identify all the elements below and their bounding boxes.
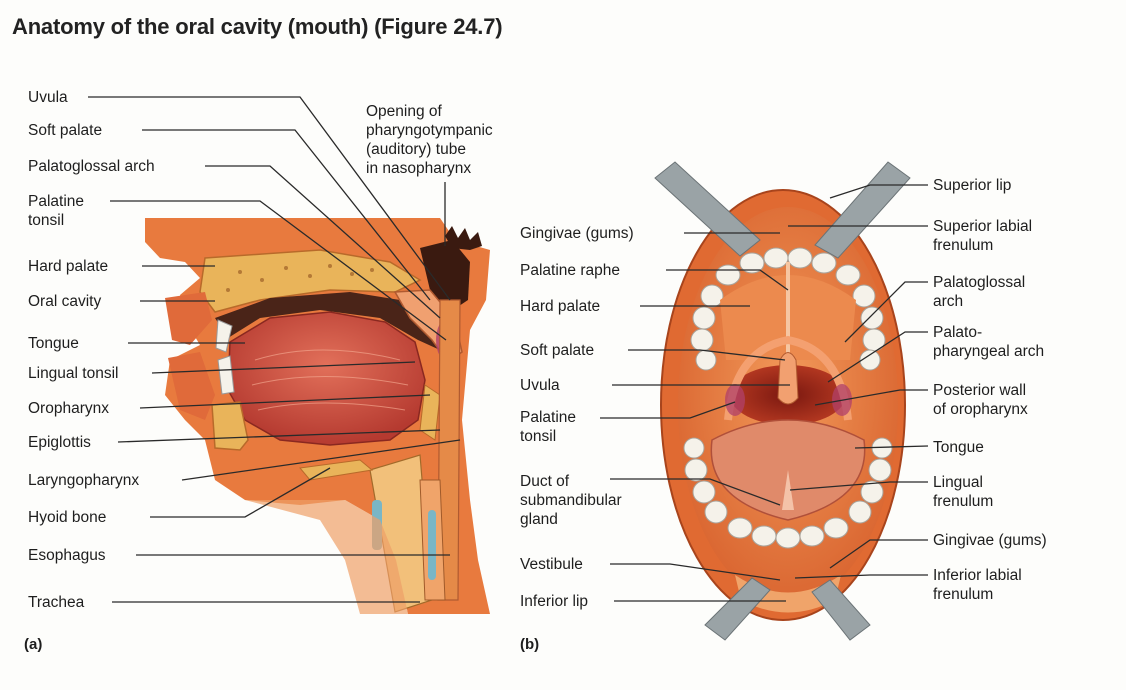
label-a-uvula: Uvula: [28, 88, 68, 107]
label-b-inferior-lip: Inferior lip: [520, 592, 588, 611]
label-a-oral-cavity: Oral cavity: [28, 292, 101, 311]
cartilage-blue-2: [428, 510, 436, 580]
label-b-gingivae-lower: Gingivae (gums): [933, 531, 1047, 550]
label-b-lingual-frenulum: Lingual frenulum: [933, 473, 993, 511]
label-b-palatopharyngeal-arch: Palato- pharyngeal arch: [933, 323, 1044, 361]
label-a-soft-palate: Soft palate: [28, 121, 102, 140]
label-a-tongue: Tongue: [28, 334, 79, 353]
label-b-superior-lip: Superior lip: [933, 176, 1011, 195]
label-a-esophagus: Esophagus: [28, 546, 106, 565]
label-b-inferior-labial-frenulum: Inferior labial frenulum: [933, 566, 1022, 604]
open-mouth-view: [655, 162, 910, 640]
label-b-palatoglossal-arch: Palatoglossal arch: [933, 273, 1025, 311]
label-a-auditory-tube: Opening of pharyngotympanic (auditory) t…: [366, 102, 493, 178]
label-b-hard-palate: Hard palate: [520, 297, 600, 316]
label-a-oropharynx: Oropharynx: [28, 399, 109, 418]
label-b-vestibule: Vestibule: [520, 555, 583, 574]
panel-b-marker: (b): [520, 636, 539, 653]
uvula-shape: [778, 353, 798, 405]
left-tonsil: [725, 384, 745, 416]
tongue-mass: [228, 312, 425, 445]
label-a-palatine-tonsil: Palatine tonsil: [28, 192, 84, 230]
label-a-trachea: Trachea: [28, 593, 84, 612]
label-b-soft-palate: Soft palate: [520, 341, 594, 360]
label-a-lingual-tonsil: Lingual tonsil: [28, 364, 118, 383]
label-b-palatine-tonsil: Palatine tonsil: [520, 408, 576, 446]
label-a-epiglottis: Epiglottis: [28, 433, 91, 452]
label-b-superior-labial-frenulum: Superior labial frenulum: [933, 217, 1032, 255]
label-a-hyoid-bone: Hyoid bone: [28, 508, 106, 527]
label-b-tongue: Tongue: [933, 438, 984, 457]
label-a-laryngopharynx: Laryngopharynx: [28, 471, 139, 490]
label-b-duct-submandibular: Duct of submandibular gland: [520, 472, 622, 529]
figure-title: Anatomy of the oral cavity (mouth) (Figu…: [12, 14, 502, 40]
label-a-palatoglossal-arch: Palatoglossal arch: [28, 157, 155, 176]
label-b-gingivae-upper: Gingivae (gums): [520, 224, 634, 243]
label-a-hard-palate: Hard palate: [28, 257, 108, 276]
panel-a-marker: (a): [24, 636, 42, 653]
label-b-uvula: Uvula: [520, 376, 560, 395]
label-b-posterior-wall: Posterior wall of oropharynx: [933, 381, 1028, 419]
label-b-palatine-raphe: Palatine raphe: [520, 261, 620, 280]
